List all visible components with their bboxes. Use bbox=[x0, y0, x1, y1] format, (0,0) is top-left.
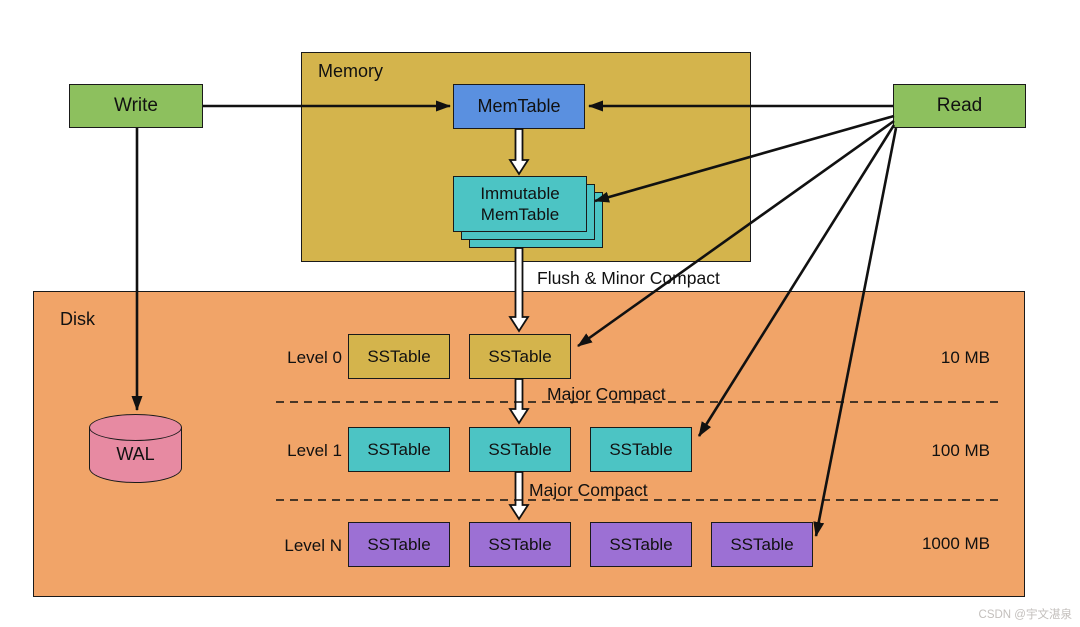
major-compact-label-1: Major Compact bbox=[547, 384, 666, 404]
immutable-memtable-node: Immutable MemTable bbox=[453, 176, 587, 232]
write-node: Write bbox=[69, 84, 203, 128]
wal-cylinder-top bbox=[89, 414, 182, 441]
level-1-sstable-1: SSTable bbox=[348, 427, 450, 472]
level-1-sstable-2: SSTable bbox=[469, 427, 571, 472]
sstable-label: SSTable bbox=[367, 534, 431, 554]
major-compact-label-2: Major Compact bbox=[529, 480, 648, 500]
level-n-sstable-1: SSTable bbox=[348, 522, 450, 567]
sstable-label: SSTable bbox=[367, 439, 431, 459]
level-n-sstable-3: SSTable bbox=[590, 522, 692, 567]
immutable-memtable-node-label: Immutable MemTable bbox=[480, 183, 560, 224]
wal-node-label: WAL bbox=[116, 444, 155, 464]
sstable-label: SSTable bbox=[367, 346, 431, 366]
flush-minor-compact-label: Flush & Minor Compact bbox=[537, 268, 720, 288]
write-node-label: Write bbox=[114, 95, 158, 116]
level-n-sstable-4: SSTable bbox=[711, 522, 813, 567]
watermark: CSDN @宇文湛泉 bbox=[978, 609, 1072, 621]
memory-region-label: Memory bbox=[318, 61, 384, 81]
sstable-label: SSTable bbox=[488, 534, 552, 554]
level-1-sstable-3: SSTable bbox=[590, 427, 692, 472]
level-n-capacity: 1000 MB bbox=[921, 534, 990, 553]
level-n-label: Level N bbox=[284, 536, 342, 555]
read-node: Read bbox=[893, 84, 1026, 128]
level-0-sstable-1: SSTable bbox=[348, 334, 450, 379]
level-1-label: Level 1 bbox=[287, 441, 342, 460]
sstable-label: SSTable bbox=[730, 534, 794, 554]
read-node-label: Read bbox=[936, 95, 983, 116]
disk-region-label: Disk bbox=[60, 309, 95, 329]
sstable-label: SSTable bbox=[488, 439, 552, 459]
level-0-label: Level 0 bbox=[287, 348, 342, 367]
memtable-node-label: MemTable bbox=[477, 96, 561, 116]
memtable-node: MemTable bbox=[453, 84, 585, 129]
level-n-sstable-2: SSTable bbox=[469, 522, 571, 567]
level-1-capacity: 100 MB bbox=[931, 441, 990, 460]
sstable-label: SSTable bbox=[488, 346, 552, 366]
level-0-sstable-2: SSTable bbox=[469, 334, 571, 379]
sstable-label: SSTable bbox=[609, 534, 673, 554]
level-0-capacity: 10 MB bbox=[940, 348, 990, 367]
sstable-label: SSTable bbox=[609, 439, 673, 459]
